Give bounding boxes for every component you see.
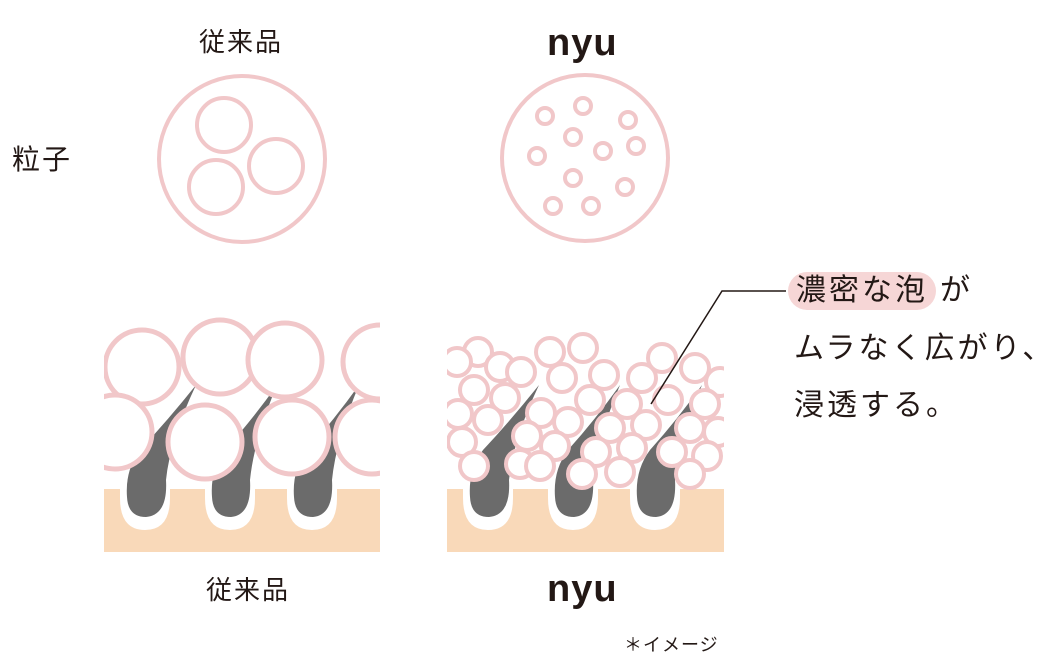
small-particle <box>563 168 583 188</box>
callout-line-1: 濃密な泡が <box>788 272 973 310</box>
foam-bubble <box>332 397 380 477</box>
particle-outline <box>500 73 670 243</box>
large-particle <box>187 158 245 216</box>
foam-bubble <box>447 398 474 430</box>
foam-bubble <box>646 342 678 374</box>
small-particle <box>535 106 555 126</box>
foam-bubble <box>594 412 626 444</box>
dense-foam-highlight: 濃密な泡 <box>788 272 936 310</box>
large-particle <box>195 96 253 154</box>
small-particle <box>615 177 635 197</box>
small-particle <box>543 196 563 216</box>
small-particle <box>618 110 638 130</box>
foam-bubble <box>505 356 537 388</box>
callout-line-2: ムラなく広がり、 <box>794 331 1044 366</box>
bottom-nyu-label: nyu <box>547 568 618 610</box>
hair-strand <box>469 385 539 517</box>
top-nyu-label: nyu <box>547 22 618 64</box>
foam-bubble <box>104 392 155 472</box>
image-note: ＊イメージ <box>624 635 719 656</box>
callout-line-3: 浸透する。 <box>794 388 959 423</box>
foam-bubble <box>679 352 711 384</box>
foam-bubble <box>489 382 521 414</box>
small-particle <box>573 96 593 116</box>
foam-bubble <box>252 397 332 477</box>
foam-bubble <box>245 320 325 400</box>
dense-foam-bubbles <box>447 332 724 490</box>
foam-bubble <box>656 436 688 468</box>
small-particle <box>563 127 583 147</box>
bottom-conventional-label: 従来品 <box>206 576 291 606</box>
conventional-particle-diagram <box>157 74 327 244</box>
skin-layer <box>447 489 724 552</box>
nyu-skin-diagram <box>447 332 724 552</box>
skin-layer <box>104 489 380 552</box>
foam-bubble <box>604 456 636 488</box>
foam-bubble <box>580 436 612 468</box>
foam-bubble <box>611 388 643 420</box>
callout-leader-line <box>650 290 786 405</box>
small-particle <box>593 141 613 161</box>
large-foam-bubbles <box>104 317 380 482</box>
foam-bubble <box>447 346 473 378</box>
foam-bubble <box>472 404 504 436</box>
foam-bubble <box>574 384 606 416</box>
large-particle <box>247 137 305 195</box>
nyu-particle-diagram <box>500 73 670 243</box>
foam-bubble <box>588 359 620 391</box>
foam-bubble <box>567 332 599 364</box>
foam-bubble <box>340 322 380 402</box>
foam-bubble <box>546 362 578 394</box>
foam-bubble <box>458 374 490 406</box>
small-particle <box>626 136 646 156</box>
conventional-skin-diagram <box>104 317 380 552</box>
foam-bubble <box>165 402 245 482</box>
particle-row-label: 粒子 <box>12 143 73 176</box>
foam-bubble <box>630 409 662 441</box>
foam-bubble <box>511 420 543 452</box>
foam-bubble <box>566 458 598 490</box>
callout-line-1-rest: が <box>940 273 973 308</box>
foam-bubble <box>626 362 658 394</box>
small-particle <box>581 196 601 216</box>
foam-bubble <box>534 336 566 368</box>
foam-bubble <box>674 458 706 490</box>
particle-outline <box>157 74 327 244</box>
foam-bubble <box>652 384 684 416</box>
small-particle <box>527 146 547 166</box>
foam-bubble <box>524 450 556 482</box>
foam-bubble <box>458 450 490 482</box>
foam-bubble <box>674 412 706 444</box>
top-conventional-label: 従来品 <box>199 28 284 58</box>
foam-bubble <box>552 406 584 438</box>
foam-bubble <box>689 388 721 420</box>
